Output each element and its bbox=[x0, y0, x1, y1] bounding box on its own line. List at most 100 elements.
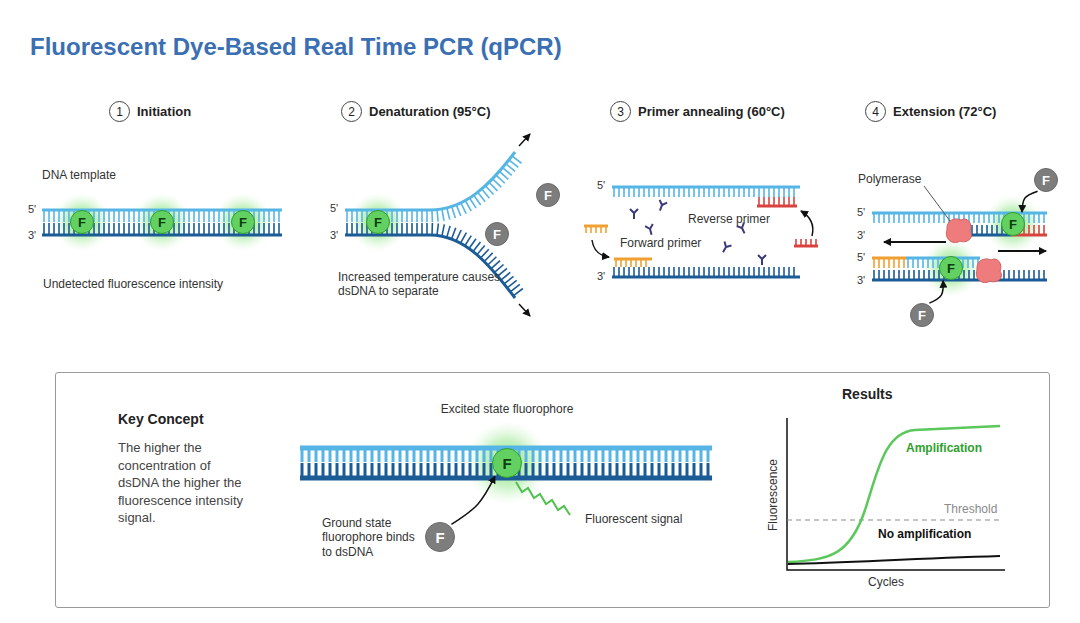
step-title: Denaturation (95°C) bbox=[369, 104, 491, 119]
fluorophore-letter: F bbox=[435, 530, 444, 545]
base-tick bbox=[356, 210, 358, 222]
free-nucleotides bbox=[630, 200, 766, 265]
base-tick bbox=[263, 223, 265, 235]
ground-fluorophore: F bbox=[1034, 168, 1058, 192]
excited-fluorophore: F bbox=[70, 210, 94, 234]
base-tick bbox=[228, 223, 230, 235]
series-label: Amplification bbox=[906, 441, 982, 455]
base-tick bbox=[263, 210, 265, 222]
dna-strand bbox=[612, 276, 800, 279]
base-tick bbox=[361, 223, 363, 235]
fluorophore-letter: F bbox=[502, 456, 511, 471]
excited-fluorophore: F bbox=[231, 210, 255, 234]
glow bbox=[133, 193, 191, 251]
callout-label: Ground state fluorophore binds to dsDNA bbox=[322, 516, 424, 559]
callout-label: Excited state fluorophore bbox=[441, 402, 574, 416]
threshold-label: Threshold bbox=[944, 502, 997, 516]
base-tick bbox=[278, 223, 280, 235]
end-label: 5' bbox=[857, 251, 865, 264]
fluorophore-letter: F bbox=[544, 189, 552, 202]
base-tick bbox=[188, 210, 190, 222]
base-tick bbox=[213, 223, 215, 235]
base-tick bbox=[396, 210, 398, 222]
base-tick bbox=[143, 223, 145, 235]
forward-primer bbox=[614, 258, 652, 261]
step-heading: 3Primer annealing (60°C) bbox=[610, 101, 785, 122]
base-tick bbox=[218, 210, 220, 222]
extension-arrow bbox=[998, 250, 1046, 252]
base-tick bbox=[98, 223, 100, 235]
base-tick bbox=[470, 198, 476, 208]
amplification-curve bbox=[788, 426, 1000, 562]
glow bbox=[53, 193, 111, 251]
ground-fluorophore: F bbox=[910, 303, 934, 327]
fluorophore-letter: F bbox=[947, 262, 955, 275]
base-tick bbox=[416, 223, 418, 235]
excited-fluorophore: F bbox=[492, 448, 522, 478]
base-tick bbox=[437, 223, 438, 235]
base-tick bbox=[268, 210, 270, 222]
base-tick bbox=[426, 210, 428, 222]
no-amplification-curve bbox=[788, 556, 1000, 564]
step-title: Initiation bbox=[137, 104, 191, 119]
base-tick bbox=[499, 171, 508, 179]
base-tick bbox=[58, 223, 60, 235]
base-tick bbox=[143, 210, 145, 222]
end-label: 3' bbox=[330, 229, 338, 242]
base-tick bbox=[273, 210, 275, 222]
base-tick bbox=[456, 205, 460, 216]
fluorophore-letter: F bbox=[78, 216, 86, 229]
end-label: 3' bbox=[857, 229, 865, 242]
base-tick bbox=[469, 239, 476, 249]
base-tick bbox=[193, 223, 195, 235]
base-tick bbox=[118, 210, 120, 222]
base-tick bbox=[183, 223, 185, 235]
signal-squiggle bbox=[516, 482, 570, 515]
base-tick bbox=[346, 223, 348, 235]
base-tick bbox=[447, 226, 450, 238]
base-tick bbox=[474, 195, 481, 205]
base-tick bbox=[203, 210, 205, 222]
base-tick bbox=[223, 223, 225, 235]
step-title: Primer annealing (60°C) bbox=[638, 104, 785, 119]
axis-title: Cycles bbox=[868, 575, 904, 589]
base-tick bbox=[351, 223, 353, 235]
step-title: Extension (72°C) bbox=[893, 104, 996, 119]
base-tick bbox=[503, 168, 512, 176]
base-tick bbox=[53, 210, 55, 222]
base-tick bbox=[473, 242, 480, 251]
nucleotide bbox=[656, 200, 667, 212]
free-primer bbox=[794, 245, 818, 248]
free-primer bbox=[584, 225, 608, 228]
extension-arrow bbox=[884, 241, 946, 243]
base-tick bbox=[461, 233, 467, 244]
glow bbox=[922, 239, 980, 297]
end-label: 5' bbox=[28, 203, 36, 216]
base-tick bbox=[391, 223, 393, 235]
base-tick bbox=[416, 210, 418, 222]
fluorophore-letter: F bbox=[374, 216, 382, 229]
base-tick bbox=[391, 210, 393, 222]
glow bbox=[214, 193, 272, 251]
base-tick bbox=[406, 223, 408, 235]
glow bbox=[349, 193, 407, 251]
base-tick bbox=[431, 210, 433, 222]
base-tick bbox=[501, 272, 510, 280]
caption-note: Undetected fluorescence intensity bbox=[43, 277, 223, 291]
binding-arrow bbox=[929, 281, 943, 303]
base-tick bbox=[128, 210, 130, 222]
caption-note: Increased temperature causes dsDNA to se… bbox=[338, 270, 516, 299]
base-tick bbox=[178, 223, 180, 235]
base-tick bbox=[346, 210, 348, 222]
polymerase-blob bbox=[946, 219, 971, 243]
base-tick bbox=[406, 210, 408, 222]
base-tick bbox=[477, 246, 485, 255]
base-tick bbox=[113, 223, 115, 235]
base-tick bbox=[198, 210, 200, 222]
step-number: 2 bbox=[341, 101, 362, 122]
fluorophore-letter: F bbox=[239, 216, 247, 229]
step-heading: 1Initiation bbox=[109, 101, 191, 122]
reverse-primer bbox=[757, 205, 797, 208]
base-tick bbox=[401, 223, 403, 235]
base-tick bbox=[396, 223, 398, 235]
